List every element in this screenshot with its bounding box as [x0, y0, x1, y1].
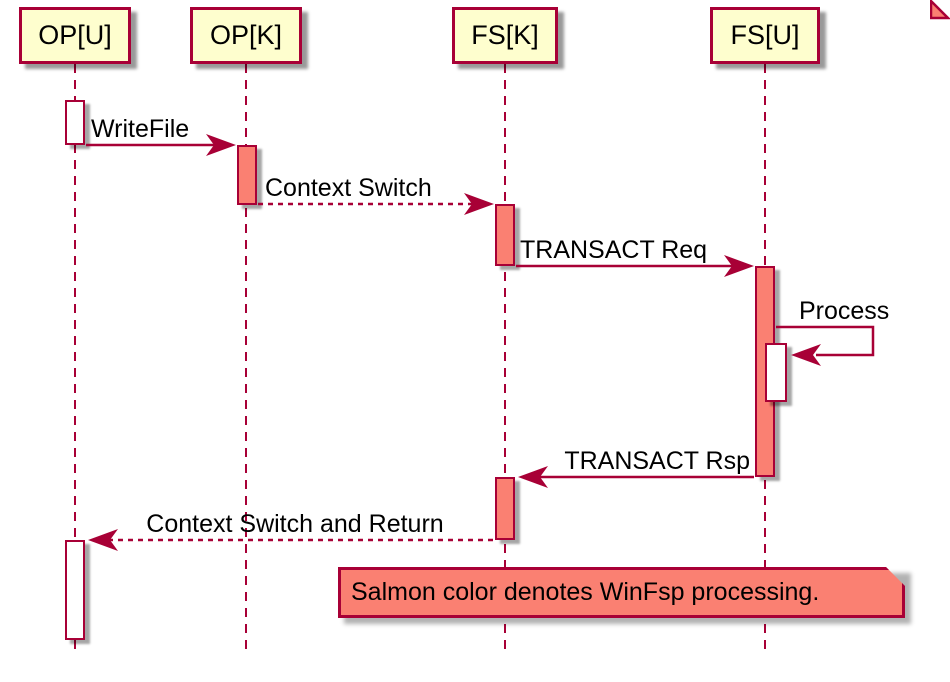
message-label-transact-req: TRANSACT Req [520, 236, 708, 264]
note-fold-corner-icon [930, 0, 950, 20]
participant-opu: OP[U] [19, 7, 131, 64]
participant-opk-label: OP[K] [209, 20, 283, 50]
participant-fsk: FS[K] [452, 7, 558, 64]
activation-fsu-process [765, 343, 787, 402]
message-label-context-switch: Context Switch [265, 174, 432, 202]
participant-fsu: FS[U] [710, 7, 820, 64]
activation-opu-writefile [65, 100, 85, 145]
participant-opu-label: OP[U] [38, 20, 112, 50]
note-winfsp-processing: Salmon color denotes WinFsp processing. [338, 567, 905, 618]
message-label-transact-rsp: TRANSACT Rsp [564, 447, 750, 475]
activation-opu-return [65, 540, 85, 640]
message-label-context-switch-return: Context Switch and Return [146, 510, 444, 538]
message-label-writefile: WriteFile [91, 115, 190, 143]
activation-fsk-winfsp [495, 204, 515, 266]
activation-opk-winfsp [237, 145, 257, 205]
activation-fsk-return [495, 477, 515, 540]
arrowhead-transact-req [724, 255, 754, 277]
note-text: Salmon color denotes WinFsp processing. [351, 578, 820, 606]
arrowhead-context-switch [464, 193, 494, 215]
arrowhead-writefile [206, 134, 236, 156]
message-label-process: Process [799, 297, 890, 325]
message-line-process-self [776, 325, 875, 357]
arrowhead-process [791, 344, 821, 366]
participant-opk: OP[K] [190, 7, 302, 64]
participant-fsu-label: FS[U] [730, 20, 800, 50]
participant-fsk-label: FS[K] [471, 20, 539, 50]
